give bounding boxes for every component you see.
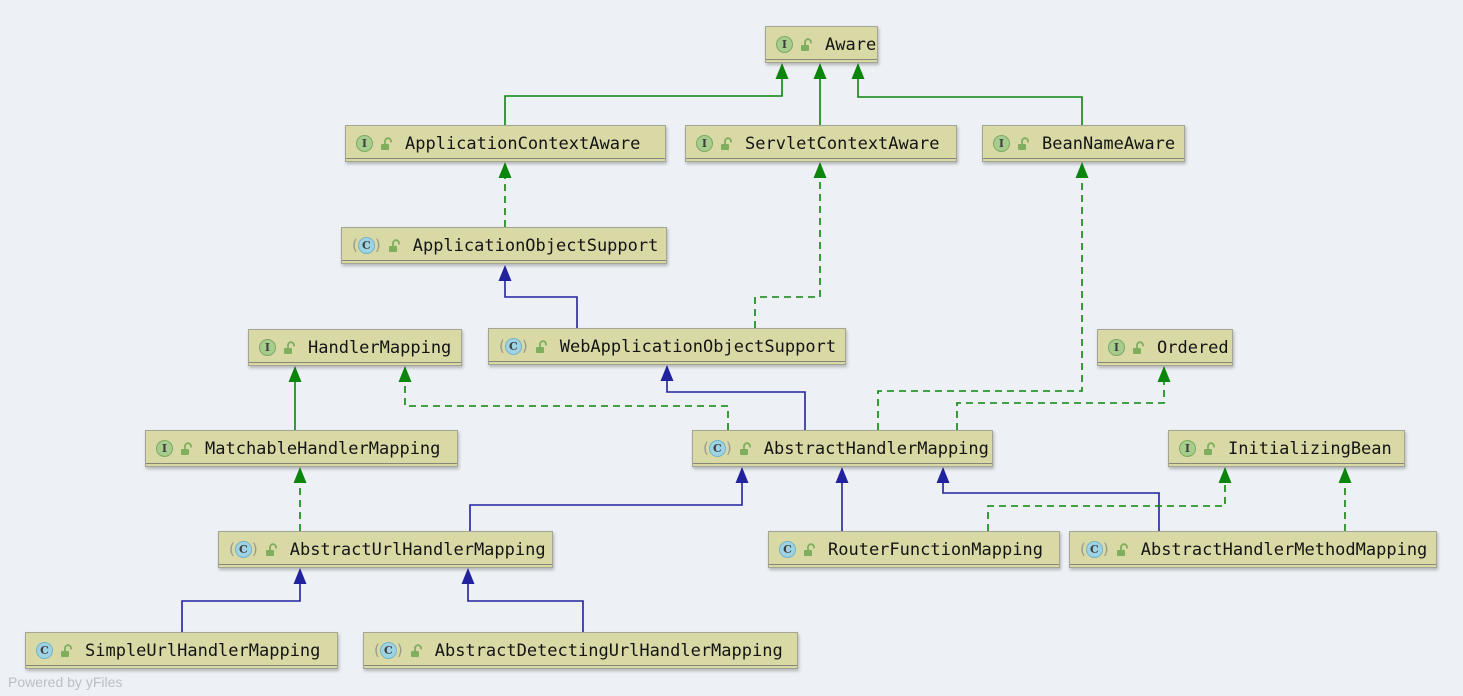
open-lock-icon — [180, 441, 193, 456]
edge-abstract-handler-method-mapping-extends-abstract-handler-mapping — [942, 483, 1160, 531]
open-lock-icon — [60, 643, 73, 658]
arrowhead-implements-application-context-aware — [498, 162, 512, 178]
interface-icon: I — [259, 339, 276, 356]
arrowhead-implements-servlet-context-aware — [813, 162, 827, 178]
edge-web-application-object-support-extends-application-object-support — [504, 281, 578, 328]
open-lock-icon — [1132, 340, 1145, 355]
abstract-class-icon: (C) — [352, 236, 381, 254]
node-aware[interactable]: I Aware — [765, 26, 878, 63]
open-lock-icon — [739, 441, 752, 456]
interface-icon: I — [993, 135, 1010, 152]
arrowhead-implements-ordered — [1157, 366, 1171, 382]
node-label: MatchableHandlerMapping — [205, 438, 441, 459]
arrowhead-extends-aware — [813, 63, 827, 79]
node-label: ApplicationObjectSupport — [412, 235, 659, 256]
interface-icon: I — [156, 440, 173, 457]
node-ordered[interactable]: I Ordered — [1097, 329, 1233, 366]
open-lock-icon — [410, 643, 423, 658]
interface-icon: I — [696, 135, 713, 152]
abstract-class-icon: (C) — [229, 540, 258, 558]
node-label: HandlerMapping — [308, 337, 452, 358]
yfiles-watermark: Powered by yFiles — [8, 674, 123, 690]
arrowhead-implements-matchable-handler-mapping — [293, 467, 307, 483]
arrowhead-extends-abstract-handler-mapping — [835, 467, 849, 483]
edge-abstract-detecting-url-handler-mapping-extends-abstract-url-handler-mapping — [467, 584, 584, 632]
edge-router-function-mapping-implements-initializing-bean — [987, 483, 1226, 531]
node-router-function-mapping[interactable]: C RouterFunctionMapping — [768, 531, 1060, 568]
interface-icon: I — [356, 135, 373, 152]
node-label: InitializingBean — [1228, 438, 1392, 459]
arrowhead-extends-web-application-object-support — [660, 365, 674, 381]
edge-abstract-handler-mapping-implements-ordered — [956, 382, 1165, 430]
node-abstract-url-handler-mapping[interactable]: (C) AbstractUrlHandlerMapping — [218, 531, 553, 568]
node-label: AbstractUrlHandlerMapping — [289, 539, 546, 560]
node-label: AbstractHandlerMapping — [763, 438, 989, 459]
node-label: RouterFunctionMapping — [828, 539, 1043, 560]
node-label: ApplicationContextAware — [405, 133, 641, 154]
arrowhead-extends-aware — [851, 63, 865, 79]
node-bean-name-aware[interactable]: I BeanNameAware — [982, 125, 1185, 162]
node-application-object-support[interactable]: (C) ApplicationObjectSupport — [341, 227, 667, 264]
open-lock-icon — [1017, 136, 1030, 151]
open-lock-icon — [1203, 441, 1216, 456]
node-label: SimpleUrlHandlerMapping — [85, 640, 321, 661]
edge-bean-name-aware-extends-aware — [857, 79, 1083, 125]
arrowhead-extends-abstract-url-handler-mapping — [293, 568, 307, 584]
interface-icon: I — [1108, 339, 1125, 356]
edge-abstract-handler-mapping-implements-bean-name-aware — [877, 178, 1083, 430]
node-abstract-handler-mapping[interactable]: (C) AbstractHandlerMapping — [692, 430, 993, 467]
edge-abstract-url-handler-mapping-extends-abstract-handler-mapping — [469, 483, 743, 531]
open-lock-icon — [388, 238, 401, 253]
arrowhead-extends-abstract-handler-mapping — [936, 467, 950, 483]
open-lock-icon — [380, 136, 393, 151]
edge-abstract-handler-mapping-extends-web-application-object-support — [666, 381, 806, 430]
arrowhead-implements-handler-mapping — [398, 366, 412, 382]
arrowhead-extends-application-object-support — [498, 265, 512, 281]
node-label: AbstractHandlerMethodMapping — [1140, 539, 1428, 560]
interface-icon: I — [1179, 440, 1196, 457]
arrowhead-extends-abstract-handler-mapping — [735, 467, 749, 483]
node-label: WebApplicationObjectSupport — [559, 336, 837, 357]
arrowhead-extends-abstract-url-handler-mapping — [461, 568, 475, 584]
arrowhead-implements-initializing-bean — [1218, 467, 1232, 483]
edge-web-application-object-support-implements-servlet-context-aware — [754, 178, 821, 328]
class-icon: C — [779, 541, 796, 558]
node-simple-url-handler-mapping[interactable]: C SimpleUrlHandlerMapping — [25, 632, 338, 669]
arrowhead-extends-aware — [775, 63, 789, 79]
node-web-application-object-support[interactable]: (C) WebApplicationObjectSupport — [488, 328, 846, 365]
node-label: BeanNameAware — [1042, 133, 1176, 154]
node-initializing-bean[interactable]: I InitializingBean — [1168, 430, 1405, 467]
arrowhead-extends-handler-mapping — [288, 366, 302, 382]
node-matchable-handler-mapping[interactable]: I MatchableHandlerMapping — [145, 430, 458, 467]
class-icon: C — [36, 642, 53, 659]
node-servlet-context-aware[interactable]: I ServletContextAware — [685, 125, 957, 162]
node-label: Ordered — [1157, 337, 1229, 358]
edge-abstract-handler-mapping-implements-handler-mapping — [404, 382, 729, 430]
edge-application-context-aware-extends-aware — [504, 79, 783, 125]
open-lock-icon — [720, 136, 733, 151]
node-application-context-aware[interactable]: I ApplicationContextAware — [345, 125, 666, 162]
node-abstract-handler-method-mapping[interactable]: (C) AbstractHandlerMethodMapping — [1069, 531, 1437, 568]
open-lock-icon — [265, 542, 278, 557]
node-label: AbstractDetectingUrlHandlerMapping — [434, 640, 783, 661]
interface-icon: I — [776, 36, 793, 53]
abstract-class-icon: (C) — [499, 337, 528, 355]
abstract-class-icon: (C) — [374, 641, 403, 659]
abstract-class-icon: (C) — [1080, 540, 1109, 558]
arrowhead-implements-bean-name-aware — [1075, 162, 1089, 178]
open-lock-icon — [535, 339, 548, 354]
abstract-class-icon: (C) — [703, 439, 732, 457]
node-label: ServletContextAware — [745, 133, 940, 154]
open-lock-icon — [800, 37, 813, 52]
arrowhead-implements-initializing-bean — [1338, 467, 1352, 483]
node-label: Aware — [825, 34, 877, 55]
edge-simple-url-handler-mapping-extends-abstract-url-handler-mapping — [181, 584, 301, 632]
open-lock-icon — [283, 340, 296, 355]
open-lock-icon — [803, 542, 816, 557]
open-lock-icon — [1116, 542, 1129, 557]
node-handler-mapping[interactable]: I HandlerMapping — [248, 329, 462, 366]
node-abstract-detecting-url-handler-mapping[interactable]: (C) AbstractDetectingUrlHandlerMapping — [363, 632, 798, 669]
